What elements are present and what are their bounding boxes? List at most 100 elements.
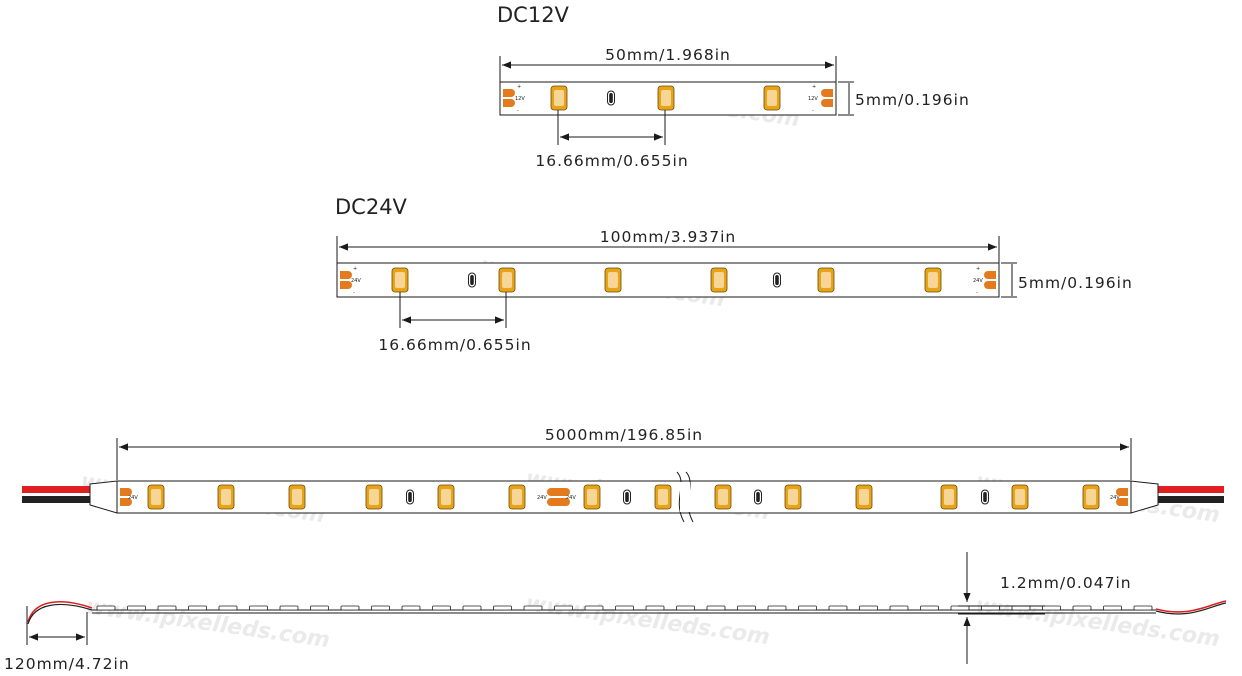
reel-led-11 — [855, 484, 873, 510]
side-led-7 — [279, 605, 299, 611]
side-led-26 — [859, 605, 878, 611]
reel-voltage-mid-left: 24V — [537, 495, 547, 501]
dc12-width-label: 5mm/0.196in — [855, 91, 970, 109]
reel-led-1 — [147, 484, 165, 510]
reel-section: 5000mm/196.85in 24V 24V 24V — [22, 426, 1224, 523]
side-led-2 — [127, 605, 146, 611]
dc12-plus-right: + — [812, 84, 816, 90]
reel-voltage-mid-right: 24V — [566, 495, 576, 501]
dc24-minus-left: - — [353, 290, 355, 296]
side-led-22 — [737, 605, 756, 611]
watermark-8: www.ipixelleds.com — [974, 593, 1221, 652]
side-led-29 — [950, 605, 970, 611]
reel-resistor-4 — [981, 489, 989, 505]
side-led-31 — [1011, 605, 1031, 611]
side-led-32 — [1042, 605, 1061, 611]
dc12v-section: DC12V 50mm/1.968in + 12V - + 12V - 5mm/0… — [497, 3, 970, 170]
dc24-led-5 — [817, 267, 835, 293]
dc24-width-label: 5mm/0.196in — [1018, 274, 1133, 292]
reel-voltage-right: 24V — [1110, 495, 1120, 501]
side-led-12 — [432, 605, 451, 611]
side-led-21 — [706, 605, 726, 611]
side-led-10 — [371, 605, 390, 611]
side-led-9 — [340, 605, 360, 611]
dc12-length-label: 50mm/1.968in — [605, 46, 731, 64]
reel-led-5 — [437, 484, 455, 510]
side-led-28 — [920, 605, 939, 611]
dc24-length-label: 100mm/3.937in — [600, 228, 737, 246]
side-wire-black-left — [27, 603, 93, 625]
reel-resistor-2 — [623, 489, 631, 505]
dc12-led-3 — [763, 85, 781, 111]
dc24-led-6 — [924, 267, 942, 293]
reel-length-label: 5000mm/196.85in — [545, 426, 703, 444]
side-led-23 — [767, 605, 787, 611]
side-led-24 — [798, 605, 817, 611]
reel-led-8 — [654, 484, 672, 510]
break-gap — [680, 482, 690, 512]
side-led-19 — [645, 605, 665, 611]
side-led-16 — [554, 605, 573, 611]
reel-led-6 — [508, 484, 526, 510]
dc24-plus-left: + — [353, 266, 357, 272]
reel-voltage-left: 24V — [128, 495, 138, 501]
reel-led-10 — [784, 484, 802, 510]
dc12-plus-left: + — [517, 84, 521, 90]
reel-led-14 — [1082, 484, 1100, 510]
watermark-6: www.ipixelleds.com — [84, 594, 331, 653]
watermark-7: www.ipixelleds.com — [524, 591, 771, 650]
side-view-section: 1.2mm/0.047in 120mm/4.72in — [4, 552, 1227, 673]
wire-red-left — [22, 486, 90, 493]
dc12-voltage-right: 12V — [808, 96, 818, 102]
side-led-8 — [310, 605, 329, 611]
dc24-led-2 — [498, 267, 516, 293]
side-led-1 — [96, 605, 116, 611]
dc24-voltage-right: 24V — [973, 278, 983, 284]
side-led-27 — [889, 605, 909, 611]
reel-led-4 — [365, 484, 383, 510]
dc12-pitch-label: 16.66mm/0.655in — [535, 152, 688, 170]
dc24-strip-body — [336, 262, 1000, 298]
side-led-14 — [493, 605, 512, 611]
side-led-3 — [157, 605, 177, 611]
reel-led-13 — [1011, 484, 1029, 510]
side-wire-red-right — [1155, 600, 1227, 613]
side-led-4 — [188, 605, 207, 611]
dc24-plus-right: + — [976, 266, 980, 272]
dc24-led-3 — [604, 267, 622, 293]
side-led-25 — [828, 605, 848, 611]
reel-led-2 — [217, 484, 235, 510]
dc24-resistor-1 — [468, 272, 476, 288]
dc12-led-1 — [550, 85, 568, 111]
wire-sleeve-left — [89, 480, 118, 514]
side-led-11 — [401, 605, 421, 611]
thickness-label: 1.2mm/0.047in — [1000, 574, 1132, 592]
reel-led-7 — [583, 484, 601, 510]
dc24-led-1 — [391, 267, 409, 293]
dc12-minus-left: - — [517, 108, 519, 114]
reel-led-9 — [714, 484, 732, 510]
lead-length-label: 120mm/4.72in — [4, 655, 130, 673]
dc24-resistor-2 — [773, 272, 781, 288]
reel-resistor-1 — [406, 489, 414, 505]
dc24-minus-right: - — [976, 290, 978, 296]
dc24v-title: DC24V — [335, 195, 408, 219]
wire-black-left — [22, 496, 90, 503]
side-led-30 — [981, 605, 1000, 611]
dc24-voltage-left: 24V — [351, 278, 361, 284]
reel-resistor-3 — [754, 489, 762, 505]
side-wire-red-left — [27, 601, 93, 623]
dc12-led-2 — [657, 85, 675, 111]
dc12v-title: DC12V — [497, 3, 570, 27]
dc24-pitch-label: 16.66mm/0.655in — [378, 336, 531, 354]
wire-red-right — [1158, 486, 1224, 493]
wire-black-right — [1158, 496, 1224, 503]
side-led-33 — [1072, 605, 1092, 611]
side-led-5 — [218, 605, 238, 611]
reel-led-3 — [288, 484, 306, 510]
reel-led-12 — [940, 484, 958, 510]
side-wire-black-right — [1155, 602, 1227, 615]
side-led-34 — [1103, 605, 1122, 611]
side-led-17 — [584, 605, 604, 611]
